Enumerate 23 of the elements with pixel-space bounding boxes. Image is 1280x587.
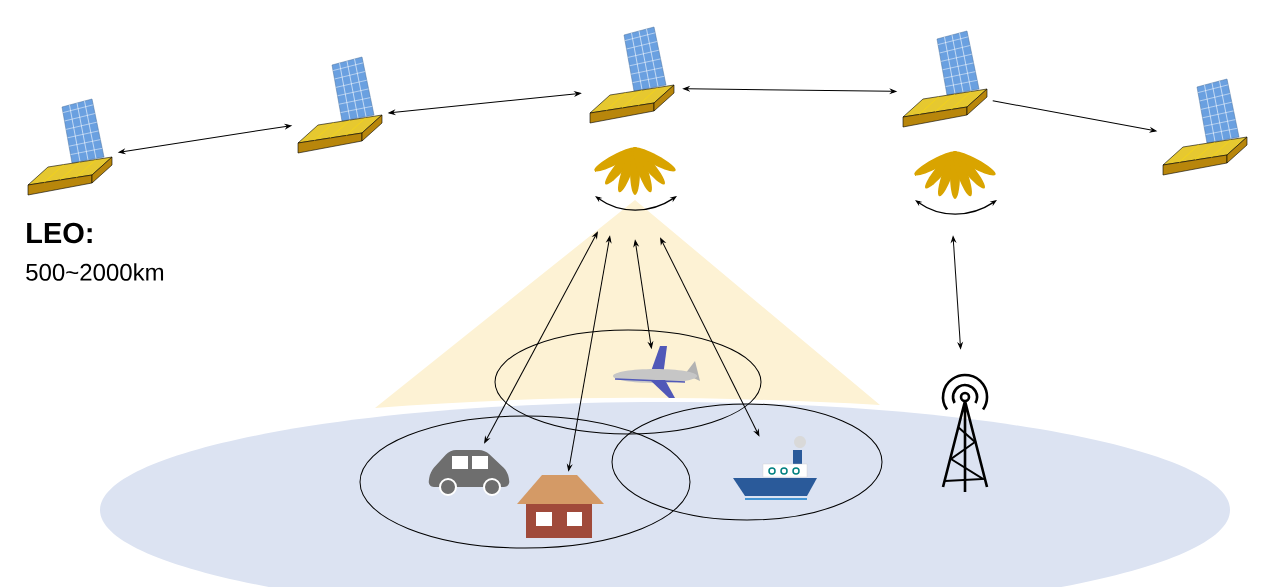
beam-fan-drawing <box>914 151 997 215</box>
arrow <box>951 236 963 349</box>
satellite-drawing <box>589 26 675 124</box>
airplane-drawing <box>613 346 700 398</box>
house-drawing <box>517 475 604 538</box>
antenna-tower-drawing <box>941 373 989 494</box>
car-drawing <box>428 450 510 496</box>
ship-drawing <box>733 436 817 500</box>
satellite-drawing <box>27 98 113 196</box>
arrow <box>992 100 1157 133</box>
satellite-drawing <box>1162 78 1248 176</box>
arrow <box>660 238 760 437</box>
heading-text: LEO: <box>27 222 92 244</box>
arrow <box>633 240 653 349</box>
beam-fan-drawing <box>594 147 677 211</box>
arrow <box>388 91 581 115</box>
arrow <box>683 86 897 94</box>
arrow <box>567 236 612 471</box>
altitude-text: 500~2000km <box>26 263 164 281</box>
satellite-drawing <box>902 30 988 128</box>
satellite-drawing <box>297 56 383 154</box>
arrow <box>484 231 598 444</box>
arrow <box>118 124 292 154</box>
